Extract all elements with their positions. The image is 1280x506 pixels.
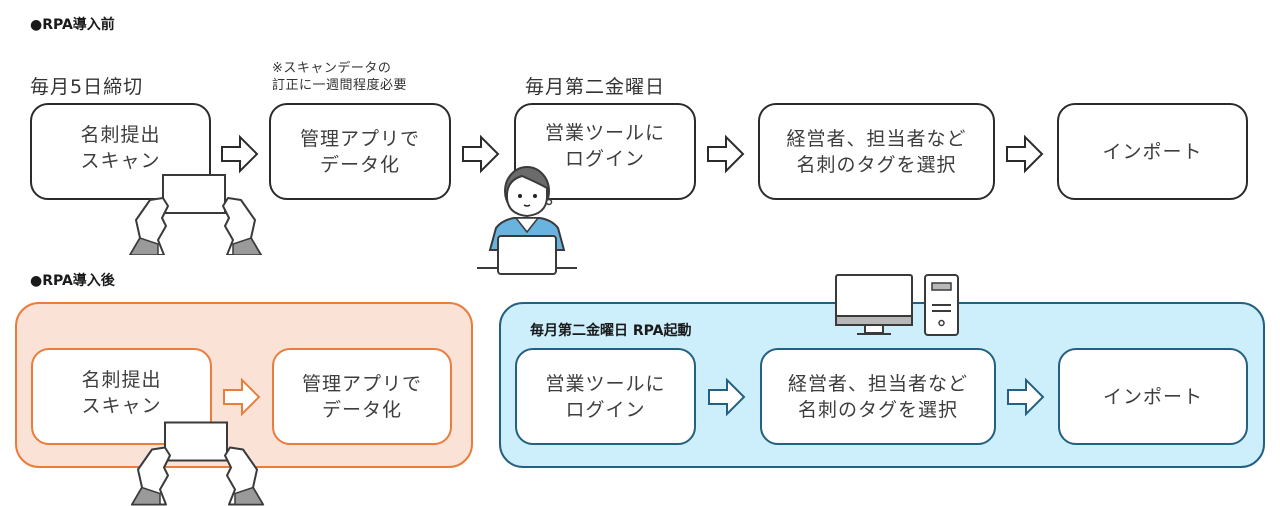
step-label: 営業ツールに ログイン [544, 121, 665, 170]
section-title-after: ●RPA導入後 [30, 273, 115, 289]
person-at-laptop-icon [477, 166, 577, 275]
arrow-right-icon [223, 377, 261, 417]
arrow-right-icon [707, 134, 745, 174]
step-card-select-tags-after: 経営者、担当者など 名刺のタグを選択 [760, 348, 996, 445]
step-card-scan: 名刺提出 スキャン [30, 103, 211, 200]
step-label: 営業ツールに ログイン [545, 372, 666, 421]
step-card-login: 営業ツールに ログイン [514, 103, 696, 200]
step-label: 管理アプリで データ化 [299, 127, 420, 176]
step-card-login-after: 営業ツールに ログイン [515, 348, 696, 445]
correction-note: ※スキャンデータの 訂正に一週間程度必要 [272, 61, 408, 93]
step-card-digitize: 管理アプリで データ化 [269, 103, 451, 200]
arrow-right-icon [1006, 134, 1044, 174]
deadline-caption: 毎月5日締切 [30, 76, 144, 98]
arrow-right-icon [1007, 377, 1045, 417]
step-label: インポート [1102, 140, 1203, 163]
rpa-group-label: 毎月第二金曜日 RPA起動 [530, 323, 692, 339]
section-title-before: ●RPA導入前 [30, 17, 115, 33]
hands-holding-card-icon [130, 421, 265, 506]
desktop-computer-icon [835, 274, 959, 336]
arrow-right-icon [708, 377, 746, 417]
step-label: インポート [1102, 385, 1203, 408]
step-card-select-tags: 経営者、担当者など 名刺のタグを選択 [758, 103, 995, 200]
step-card-import-after: インポート [1058, 348, 1248, 445]
arrow-right-icon [462, 134, 500, 174]
step-label: 経営者、担当者など 名刺のタグを選択 [787, 372, 968, 421]
step-card-import: インポート [1057, 103, 1248, 200]
step-label: 名刺提出 スキャン [81, 368, 162, 417]
hands-holding-card-icon [129, 174, 262, 255]
step-label: 名刺提出 スキャン [80, 123, 161, 172]
step-label: 経営者、担当者など 名刺のタグを選択 [786, 127, 967, 176]
arrow-right-icon [221, 134, 259, 174]
step-label: 管理アプリで データ化 [301, 372, 422, 421]
schedule-caption: 毎月第二金曜日 [525, 76, 666, 98]
step-card-digitize-after: 管理アプリで データ化 [272, 348, 452, 445]
